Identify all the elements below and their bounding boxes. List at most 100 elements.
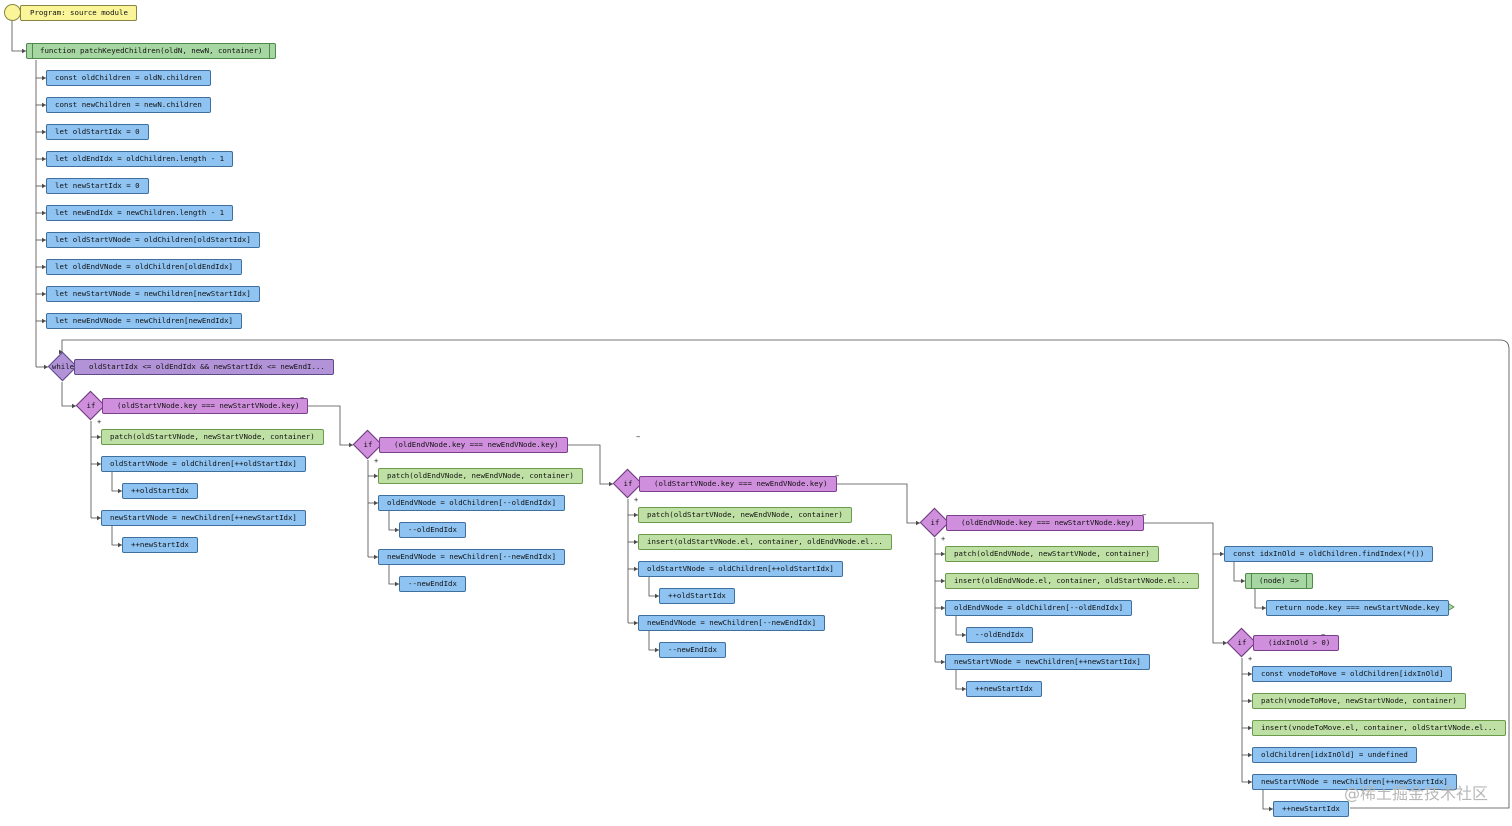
init-statement: const oldChildren = oldN.children	[46, 70, 211, 86]
arrow-init	[42, 210, 46, 216]
if5-statement: ++newStartIdx	[1273, 801, 1349, 817]
init-statement: const newChildren = newN.children	[46, 97, 211, 113]
if4-arrow	[941, 605, 945, 611]
if1-statement: newStartVNode = newChildren[++newStartId…	[101, 510, 306, 526]
connector-if3-if4	[831, 483, 920, 524]
if2-statement: oldEndVNode = oldChildren[--oldEndIdx]	[378, 495, 566, 511]
if5-arrow	[1248, 698, 1252, 704]
if5-no-marker: −	[1321, 631, 1326, 639]
arrow-init	[42, 102, 46, 108]
if1-diamond: if	[75, 390, 106, 421]
if3-condition: (oldStartVNode.key === newEndVNode.key)	[639, 476, 837, 492]
arrow-return	[1262, 605, 1266, 611]
arrow-find	[1220, 551, 1224, 557]
if4-statement: --oldEndIdx	[966, 627, 1033, 643]
if3-statement: --newEndIdx	[659, 642, 726, 658]
arrow-arrowfn	[1241, 578, 1245, 584]
return-statement: return node.key === newStartVNode.key	[1266, 600, 1449, 616]
if4-nested-arrow	[962, 632, 966, 638]
program-label: Program: source module	[20, 5, 137, 21]
if3-arrow	[634, 566, 638, 572]
init-statement: let oldStartVNode = oldChildren[oldStart…	[46, 232, 260, 248]
arrow-function-node: (node) =>	[1245, 573, 1314, 589]
arrow-init	[42, 183, 46, 189]
if5-yes-marker: +	[1248, 655, 1253, 663]
if1-condition: (oldStartVNode.key === newStartVNode.key…	[102, 398, 309, 414]
if5-arrow	[1248, 779, 1252, 785]
if3-diamond-keyword: if	[623, 479, 633, 488]
if3-statement: newEndVNode = newChildren[--newEndIdx]	[638, 615, 826, 631]
loop-condition: oldStartIdx <= oldEndIdx && newStartIdx …	[74, 359, 334, 375]
if5-arrow	[1248, 752, 1252, 758]
if5-statement: newStartVNode = newChildren[++newStartId…	[1252, 774, 1457, 790]
if1-no-marker: −	[300, 394, 305, 402]
if4-arrow	[941, 659, 945, 665]
if3-nested-arrow	[655, 647, 659, 653]
arrow-function	[22, 48, 26, 54]
if1-yes-marker: +	[97, 418, 102, 426]
if2-statement: --newEndIdx	[399, 576, 466, 592]
if2-yes-marker: +	[374, 457, 379, 465]
if4-yes-marker: +	[941, 535, 946, 543]
connector-loop-back	[61, 339, 1510, 809]
if3-yes-marker: +	[634, 496, 639, 504]
if1-nested-arrow	[118, 542, 122, 548]
watermark: @稀土掘金技术社区	[1343, 784, 1488, 803]
connector-while-if1	[61, 382, 76, 407]
if2-arrow	[374, 500, 378, 506]
if4-statement: insert(oldEndVNode.el, container, oldSta…	[945, 573, 1199, 589]
if1-nested-arrow	[118, 488, 122, 494]
if4-statement: oldEndVNode = oldChildren[--oldEndIdx]	[945, 600, 1133, 616]
if1-statement: ++oldStartIdx	[122, 483, 198, 499]
if5-arrow	[1248, 671, 1252, 677]
if2-statement: --oldEndIdx	[399, 522, 466, 538]
if2-statement: patch(oldEndVNode, newEndVNode, containe…	[378, 468, 583, 484]
arrow-init	[42, 75, 46, 81]
if3-statement: oldStartVNode = oldChildren[++oldStartId…	[638, 561, 843, 577]
find-index-statement: const idxInOld = oldChildren.findIndex(*…	[1224, 546, 1434, 562]
program-start-circle	[4, 4, 21, 21]
if4-condition: (oldEndVNode.key === newStartVNode.key)	[946, 515, 1144, 531]
if5-condition: (idxInOld > 0)	[1253, 635, 1340, 651]
if5-arrow	[1248, 725, 1252, 731]
arrow-init	[42, 264, 46, 270]
if2-condition: (oldEndVNode.key === newEndVNode.key)	[379, 437, 568, 453]
if4-statement: ++newStartIdx	[966, 681, 1042, 697]
if2-arrow	[374, 473, 378, 479]
if2-no-marker: −	[636, 433, 641, 441]
arrow-if4	[916, 520, 920, 526]
if3-no-marker: −	[835, 472, 840, 480]
if4-diamond: if	[919, 507, 950, 538]
if4-statement: newStartVNode = newChildren[++newStartId…	[945, 654, 1150, 670]
if2-statement: newEndVNode = newChildren[--newEndIdx]	[378, 549, 566, 565]
arrow-init	[42, 318, 46, 324]
if1-arrow	[97, 434, 101, 440]
if3-diamond: if	[612, 468, 643, 499]
if2-diamond: if	[352, 429, 383, 460]
connector-if1-if2	[304, 405, 353, 446]
while-diamond-keyword: while	[51, 362, 75, 371]
if5-diamond-keyword: if	[1237, 638, 1247, 647]
if1-arrow	[97, 515, 101, 521]
if2-nested-arrow	[395, 527, 399, 533]
if2-diamond-keyword: if	[363, 440, 373, 449]
init-statement: let oldEndVNode = oldChildren[oldEndIdx]	[46, 259, 242, 275]
if1-statement: ++newStartIdx	[122, 537, 198, 553]
if5-diamond: if	[1226, 627, 1257, 658]
if5-statement: const vnodeToMove = oldChildren[idxInOld…	[1252, 666, 1453, 682]
init-statement: let newEndIdx = newChildren.length - 1	[46, 205, 234, 221]
if5-statement: insert(vnodeToMove.el, container, oldSta…	[1252, 720, 1506, 736]
arrow-init	[42, 156, 46, 162]
if4-diamond-keyword: if	[930, 518, 940, 527]
if3-arrow	[634, 620, 638, 626]
if3-statement: patch(oldStartVNode, newEndVNode, contai…	[638, 507, 852, 523]
if2-nested-arrow	[395, 581, 399, 587]
if5-statement: patch(vnodeToMove, newStartVNode, contai…	[1252, 693, 1466, 709]
arrow-loop	[44, 364, 48, 370]
if3-arrow	[634, 539, 638, 545]
if3-arrow	[634, 512, 638, 518]
arrow-if5	[1223, 640, 1227, 646]
if1-arrow	[97, 461, 101, 467]
